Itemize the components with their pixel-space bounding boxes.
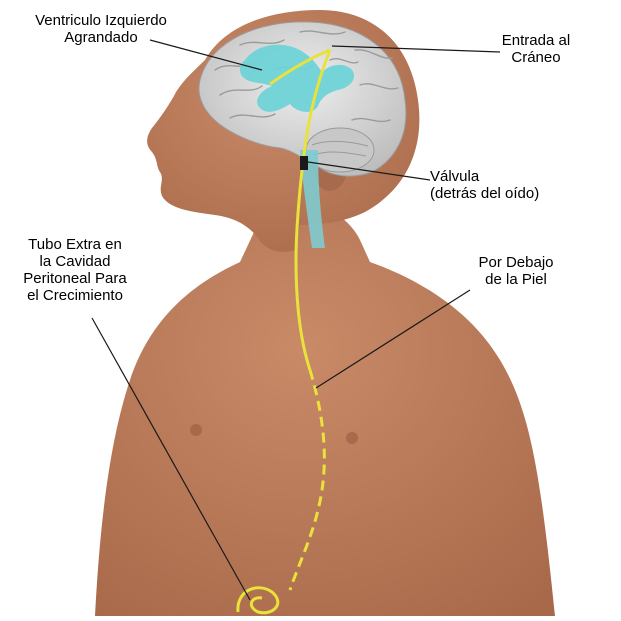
label-valve: Válvula (detrás del oído) — [430, 168, 610, 202]
label-under-skin: Por Debajo de la Piel — [456, 254, 576, 288]
nipple-left — [190, 424, 202, 436]
label-skull-entry: Entrada al Cráneo — [476, 32, 596, 66]
label-ventricle: Ventriculo Izquierdo Agrandado — [6, 12, 196, 46]
valve-device — [300, 156, 308, 170]
label-extra-tube: Tubo Extra en la Cavidad Peritoneal Para… — [0, 236, 150, 304]
nipple-right — [346, 432, 358, 444]
